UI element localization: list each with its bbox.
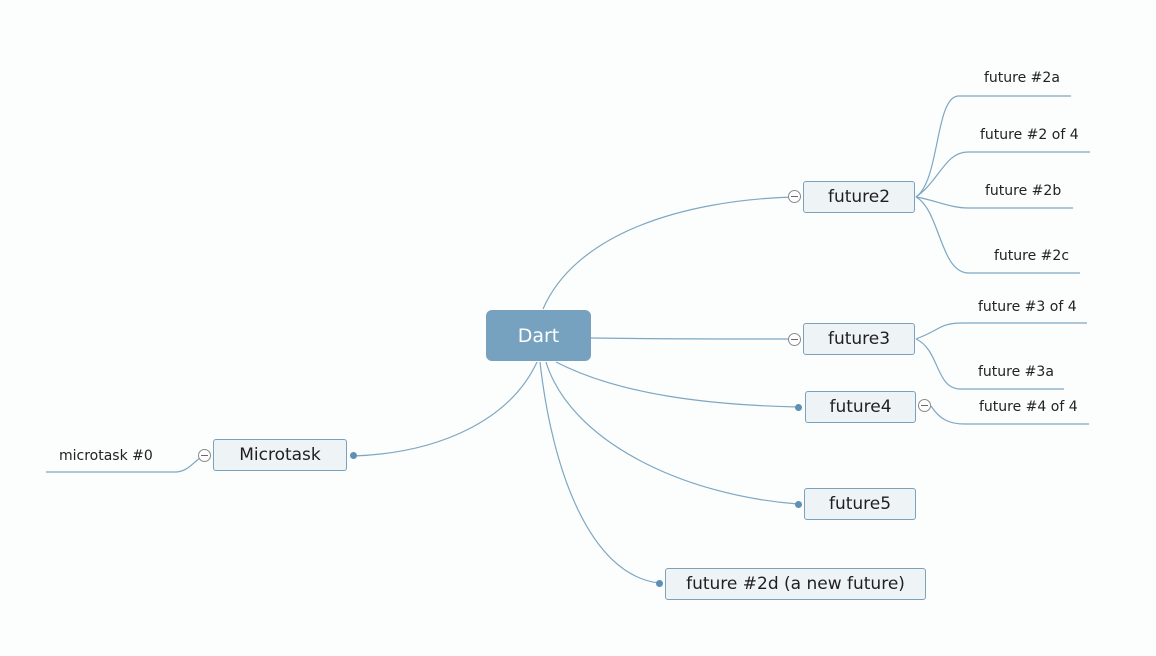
node-future3[interactable]: future3 — [803, 323, 915, 355]
connector-dot-future5-icon — [795, 501, 802, 508]
link-root-future3 — [590, 337, 796, 340]
node-future2d-label: future #2d (a new future) — [686, 574, 905, 594]
link-future2-2c — [915, 196, 1080, 274]
leaf-future-2c[interactable]: future #2c — [994, 248, 1070, 264]
root-node-dart[interactable]: Dart — [486, 310, 591, 361]
link-future3-3of4 — [915, 322, 1087, 340]
collapse-microtask-icon[interactable] — [198, 449, 211, 462]
node-future2-label: future2 — [827, 187, 891, 207]
node-future4[interactable]: future4 — [805, 391, 916, 423]
leaf-future-2b[interactable]: future #2b — [985, 183, 1062, 199]
collapse-future2-icon[interactable] — [788, 190, 801, 203]
link-root-microtask — [352, 361, 538, 457]
leaf-future-2a[interactable]: future #2a — [984, 70, 1060, 86]
node-future5[interactable]: future5 — [804, 488, 916, 520]
link-future2-2b — [915, 196, 1073, 209]
link-root-future4 — [555, 361, 799, 408]
link-future4-4of4 — [930, 405, 1089, 425]
link-future2-2a — [915, 95, 1071, 198]
link-root-future5 — [545, 361, 799, 505]
leaf-future-3-of-4[interactable]: future #3 of 4 — [978, 299, 1077, 315]
node-future5-label: future5 — [828, 494, 892, 514]
leaf-future-3a[interactable]: future #3a — [978, 364, 1054, 380]
node-microtask-label: Microtask — [239, 445, 321, 465]
node-future2d[interactable]: future #2d (a new future) — [665, 568, 926, 600]
connector-dot-microtask-icon — [350, 452, 357, 459]
link-future2-2of4 — [915, 151, 1090, 198]
connector-dot-future2d-icon — [656, 580, 663, 587]
link-future3-3a — [915, 338, 1064, 390]
node-future4-label: future4 — [829, 397, 892, 417]
link-root-future2 — [542, 196, 796, 310]
connector-dot-future4-icon — [795, 404, 802, 411]
leaf-future-2-of-4[interactable]: future #2 of 4 — [980, 127, 1079, 143]
node-microtask[interactable]: Microtask — [213, 439, 347, 471]
node-future2[interactable]: future2 — [803, 181, 915, 213]
node-future3-label: future3 — [827, 329, 891, 349]
collapse-future4-icon[interactable] — [918, 399, 931, 412]
collapse-future3-icon[interactable] — [788, 333, 801, 346]
root-label: Dart — [517, 324, 560, 347]
leaf-future-4-of-4[interactable]: future #4 of 4 — [979, 399, 1078, 415]
leaf-microtask-0[interactable]: microtask #0 — [59, 448, 153, 464]
link-root-future2d — [539, 361, 660, 584]
